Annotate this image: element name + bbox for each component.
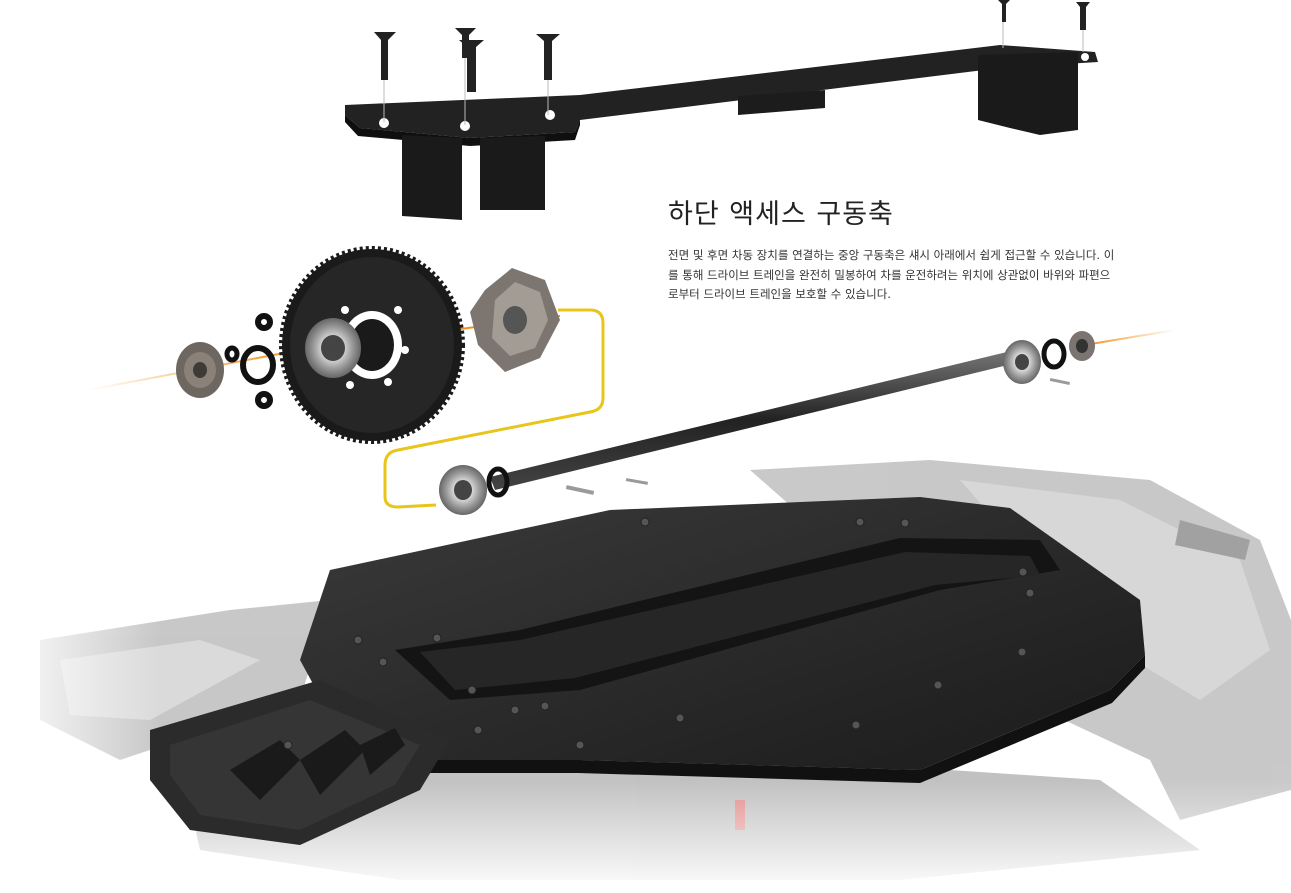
screw-set — [374, 0, 1090, 92]
drive-pins — [565, 377, 1070, 495]
section-title: 하단 액세스 구동축 — [668, 199, 894, 230]
gear-bearing — [305, 318, 361, 378]
shaft-bearing-left — [439, 465, 487, 515]
skid-plate-screws — [283, 517, 1035, 750]
section-description: 전면 및 후면 차동 장치를 연결하는 중앙 구동축은 섀시 아래에서 쉽게 접… — [668, 248, 1115, 301]
center-driveshaft — [439, 331, 1095, 515]
callout-bracket — [383, 308, 605, 509]
skid-plate — [150, 497, 1145, 845]
o-rings — [224, 313, 276, 409]
top-brace — [345, 45, 1098, 220]
spur-gear — [279, 246, 465, 444]
shaft-bearing-right — [1003, 340, 1041, 384]
pinion-gear — [176, 342, 224, 398]
drive-hub — [470, 268, 560, 372]
